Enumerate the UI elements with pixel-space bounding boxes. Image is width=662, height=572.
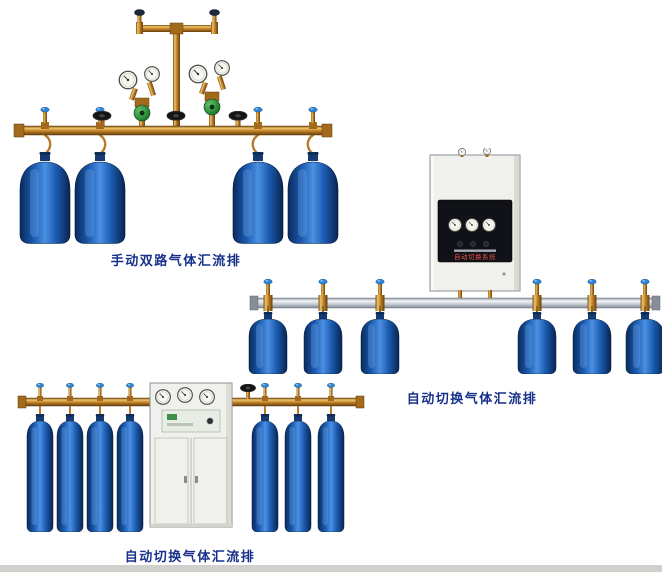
product-auto-switch-manifold-wall: 自动切换系统: [248, 148, 662, 410]
door-handle: [195, 476, 198, 483]
gas-cylinder: [86, 414, 114, 532]
gas-cylinder: [19, 152, 71, 244]
control-cabinet: [149, 382, 233, 528]
gas-cylinder: [248, 312, 288, 374]
product-caption: 自动切换气体汇流排: [124, 550, 256, 565]
gas-cylinder: [317, 414, 345, 532]
gas-cylinder: [517, 312, 557, 374]
cylinder-valve-cap: [126, 383, 134, 388]
cylinder-valve-cap: [263, 279, 273, 285]
door-handle: [184, 476, 187, 483]
gas-cylinder: [360, 312, 400, 374]
auto-switch-floor-manifold-illustration: [17, 382, 365, 532]
regulator-station-right: [188, 60, 230, 128]
footer-strip: [0, 565, 662, 572]
auto-switch-manifold-illustration: 自动切换系统: [248, 148, 662, 374]
gas-cylinder: [284, 414, 312, 532]
pressure-gauge: [199, 389, 215, 405]
cylinder-valve-cap: [640, 279, 650, 285]
regulator-station-left: [118, 66, 160, 128]
gas-cylinder: [116, 414, 144, 532]
gas-cylinder: [74, 152, 126, 244]
pressure-gauge: [188, 64, 208, 84]
cylinder-valve-cap: [532, 279, 542, 285]
pressure-gauge: [177, 387, 193, 403]
cylinder-valve-cap: [294, 383, 302, 388]
panel-knob: [470, 241, 476, 247]
collector-header-pipe: [13, 123, 333, 138]
cabinet-control-panel: 自动切换系统: [437, 199, 513, 263]
pressure-gauge: [448, 218, 462, 232]
pressure-gauge: [483, 148, 491, 155]
manual-dual-manifold-illustration: [13, 9, 339, 244]
pressure-gauge: [144, 66, 160, 82]
gas-cylinders: [248, 312, 662, 374]
pressure-gauge: [118, 70, 138, 90]
cylinder-connection-valves: [263, 279, 650, 311]
product-manual-dual-manifold: 手动双路气体汇流排: [10, 8, 342, 276]
pressure-gauge: [155, 389, 171, 405]
panel-knob: [206, 417, 214, 425]
gas-cylinder: [572, 312, 612, 374]
shutoff-handwheel: [92, 111, 112, 121]
control-cabinet: 自动切换系统: [429, 148, 521, 299]
cabinet-label: 自动切换系统: [454, 252, 496, 261]
panel-knob: [483, 241, 489, 247]
cylinder-valve-cap: [261, 383, 269, 388]
cylinder-valve-cap: [308, 107, 318, 113]
gas-cylinder: [251, 414, 279, 532]
panel-knob: [457, 241, 463, 247]
pressure-gauge: [214, 60, 230, 76]
product-auto-switch-manifold-floor: 自动切换气体汇流排: [15, 376, 365, 566]
pressure-gauge: [465, 218, 479, 232]
product-caption: 手动双路气体汇流排: [110, 254, 242, 269]
cabinet-lock: [502, 272, 506, 276]
inlet-valve-knob: [134, 9, 145, 16]
cylinder-valve-cap: [375, 279, 385, 285]
inlet-valve-knob: [209, 9, 220, 16]
shutoff-handwheel: [166, 111, 186, 121]
cylinder-valve-cap: [327, 383, 335, 388]
gas-cylinder: [625, 312, 662, 374]
top-tee-assembly: [134, 9, 220, 128]
gas-cylinder: [56, 414, 84, 532]
gas-cylinder: [26, 414, 54, 532]
cylinder-valve-cap: [318, 279, 328, 285]
cylinder-valve-cap: [36, 383, 44, 388]
pressure-gauge: [482, 218, 496, 232]
cylinder-valve-cap: [96, 383, 104, 388]
shutoff-handwheel: [228, 111, 248, 121]
cylinder-valve-cap: [587, 279, 597, 285]
manifold-pipe: [249, 295, 661, 311]
cylinder-valve-cap: [40, 107, 50, 113]
cylinder-valve-cap: [66, 383, 74, 388]
shutoff-handwheel: [240, 384, 256, 392]
cylinder-connection-valves: [36, 383, 335, 401]
pressure-gauge: [458, 148, 466, 156]
product-caption: 自动切换气体汇流排: [406, 392, 538, 407]
gas-cylinder: [303, 312, 343, 374]
cylinder-valve-cap: [253, 107, 263, 113]
